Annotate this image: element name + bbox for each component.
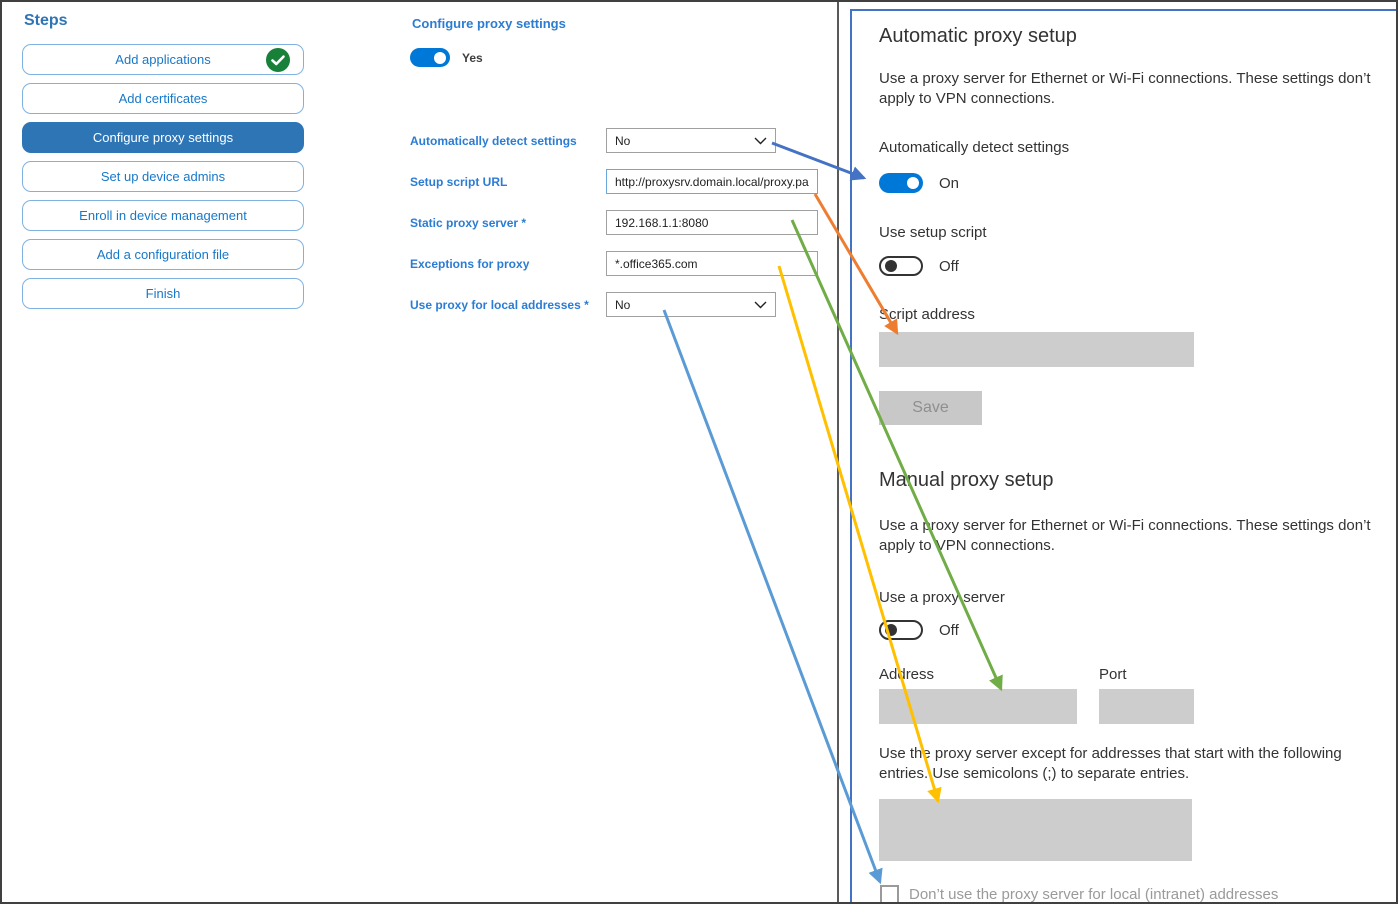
auto-detect-toggle[interactable]: [879, 173, 923, 193]
auto-detect-label: Automatically detect settings: [879, 139, 1070, 156]
field-label: Automatically detect settings: [410, 133, 577, 148]
dropdown-automatically-detect-settings[interactable]: No: [606, 128, 776, 153]
intranet-checkbox[interactable]: [880, 885, 899, 902]
input-static-proxy-server[interactable]: 192.168.1.1:8080: [606, 210, 818, 235]
toggle-knob: [907, 177, 919, 189]
auto-detect-state: On: [939, 174, 960, 192]
form-title: Configure proxy settings: [412, 16, 566, 31]
automatic-proxy-heading: Automatic proxy setup: [879, 25, 1077, 47]
intranet-checkbox-label: Don’t use the proxy server for local (in…: [909, 886, 1279, 903]
use-proxy-server-toggle-row: Off: [879, 620, 959, 640]
step-button-add-certificates[interactable]: Add certificates: [22, 83, 304, 114]
local-addresses-mapping-arrow: [662, 309, 883, 885]
form-row-setup-script-url: Setup script URL http://proxysrv.domain.l…: [410, 169, 850, 194]
toggle-knob: [885, 260, 897, 272]
field-value: http://proxysrv.domain.local/proxy.pa: [615, 174, 809, 189]
completed-check-icon: [266, 47, 290, 72]
toggle-knob: [434, 51, 446, 64]
proxy-exceptions-description: Use the proxy server except for addresse…: [879, 745, 1342, 783]
use-proxy-server-label: Use a proxy server: [879, 589, 1005, 606]
use-setup-script-toggle[interactable]: [879, 256, 923, 276]
chevron-down-icon: [754, 137, 767, 144]
field-label: Use proxy for local addresses *: [410, 297, 589, 312]
field-value: *.office365.com: [615, 256, 698, 271]
port-input[interactable]: [1099, 689, 1194, 724]
step-label: Add a configuration file: [96, 247, 230, 262]
step-label: Add applications: [115, 52, 211, 67]
input-exceptions-for-proxy[interactable]: *.office365.com: [606, 251, 818, 276]
input-setup-script-url[interactable]: http://proxysrv.domain.local/proxy.pa: [606, 169, 818, 194]
toggle-knob: [885, 624, 897, 636]
field-label: Exceptions for proxy: [410, 256, 530, 271]
use-setup-script-toggle-row: Off: [879, 256, 959, 276]
port-label: Port: [1099, 666, 1127, 683]
steps-title: Steps: [24, 12, 68, 29]
step-label: Finish: [145, 286, 181, 301]
intranet-checkbox-row: Don’t use the proxy server for local (in…: [880, 885, 1279, 903]
step-button-finish[interactable]: Finish: [22, 278, 304, 309]
configure-proxy-toggle[interactable]: [410, 48, 450, 67]
step-button-add-applications[interactable]: Add applications: [22, 44, 304, 75]
field-label: Setup script URL: [410, 174, 508, 189]
field-value: 192.168.1.1:8080: [615, 215, 709, 230]
manual-proxy-description: Use a proxy server for Ethernet or Wi-Fi…: [879, 517, 1371, 555]
step-button-configure-proxy-settings[interactable]: Configure proxy settings: [22, 122, 304, 153]
step-label: Add certificates: [118, 91, 208, 106]
script-address-label: Script address: [879, 306, 975, 323]
auto-detect-toggle-row: On: [879, 173, 959, 193]
windows-proxy-settings-panel: Automatic proxy setup Use a proxy server…: [850, 9, 1396, 903]
configure-proxy-toggle-row: Yes: [410, 48, 483, 67]
use-setup-script-state: Off: [939, 257, 959, 275]
field-label: Static proxy server *: [410, 215, 527, 230]
configure-proxy-toggle-label: Yes: [462, 50, 483, 65]
manual-proxy-heading: Manual proxy setup: [879, 469, 1054, 491]
automatic-proxy-description: Use a proxy server for Ethernet or Wi-Fi…: [879, 70, 1371, 108]
form-row-static-proxy-server: Static proxy server * 192.168.1.1:8080: [410, 210, 850, 235]
use-setup-script-label: Use setup script: [879, 224, 987, 241]
save-button[interactable]: Save: [879, 391, 982, 425]
field-value: No: [615, 297, 631, 312]
address-label: Address: [879, 666, 935, 683]
step-button-enroll-in-device-management[interactable]: Enroll in device management: [22, 200, 304, 231]
step-label: Configure proxy settings: [92, 130, 234, 145]
step-label: Set up device admins: [100, 169, 226, 184]
address-input[interactable]: [879, 689, 1077, 724]
vertical-divider: [837, 2, 839, 902]
field-value: No: [615, 133, 631, 148]
use-proxy-server-toggle[interactable]: [879, 620, 923, 640]
step-button-add-a-configuration-file[interactable]: Add a configuration file: [22, 239, 304, 270]
dropdown-use-proxy-for-local-addresses[interactable]: No: [606, 292, 776, 317]
step-label: Enroll in device management: [79, 208, 247, 223]
form-row-use-proxy-for-local-addresses: Use proxy for local addresses * No: [410, 292, 850, 317]
chevron-down-icon: [754, 301, 767, 308]
use-proxy-server-state: Off: [939, 621, 959, 639]
proxy-config-form: Configure proxy settings Yes Automatical…: [410, 16, 850, 317]
form-row-automatically-detect-settings: Automatically detect settings No: [410, 128, 850, 153]
proxy-exceptions-textarea[interactable]: [879, 799, 1192, 861]
form-row-exceptions-for-proxy: Exceptions for proxy *.office365.com: [410, 251, 850, 276]
step-button-set-up-device-admins[interactable]: Set up device admins: [22, 161, 304, 192]
script-address-input[interactable]: [879, 332, 1194, 367]
